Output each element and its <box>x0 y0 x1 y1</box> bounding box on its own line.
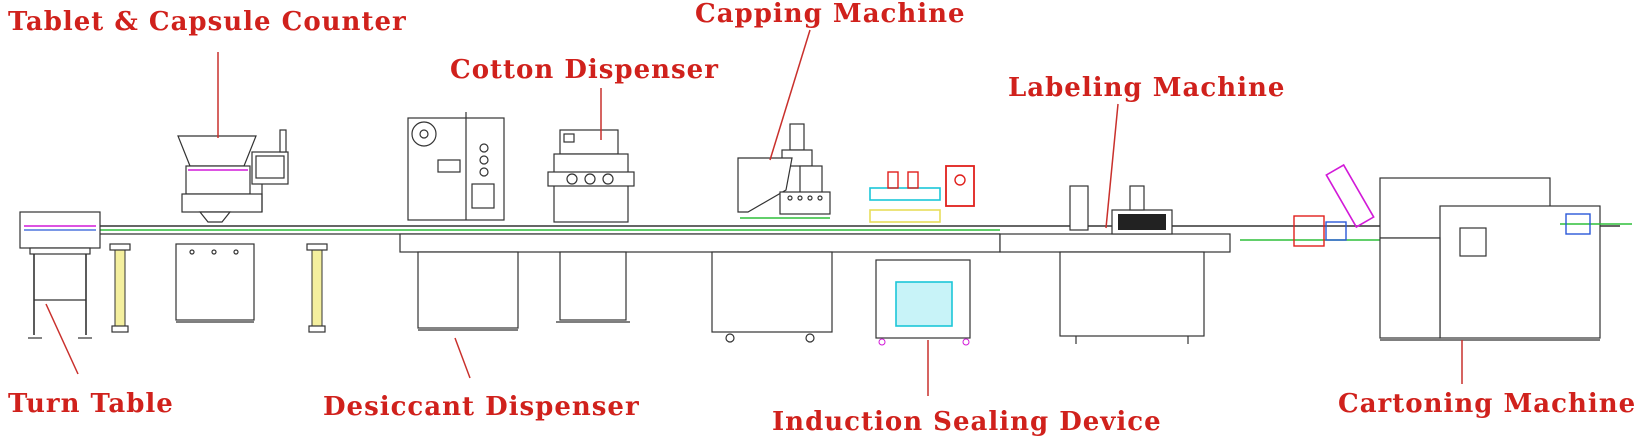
tablet-counter-machine <box>175 129 289 323</box>
label-tablet-counter: Tablet & Capsule Counter <box>8 7 407 37</box>
label-cartoning-machine: Cartoning Machine <box>1338 389 1636 419</box>
turn-table-machine <box>19 211 101 339</box>
conveyor-support-legs <box>109 243 328 333</box>
labeling-machine <box>1059 185 1205 344</box>
label-turn-table: Turn Table <box>8 389 174 419</box>
desiccant-dispenser-machine <box>407 112 519 331</box>
label-desiccant-dispenser: Desiccant Dispenser <box>323 392 640 422</box>
label-cotton-dispenser: Cotton Dispenser <box>450 55 719 85</box>
leader-lines <box>45 29 1463 396</box>
capping-machine <box>711 123 833 343</box>
label-induction-sealing: Induction Sealing Device <box>772 407 1162 437</box>
main-conveyor <box>20 225 1620 253</box>
label-labeling-machine: Labeling Machine <box>1008 73 1285 103</box>
cotton-dispenser-machine <box>547 129 635 323</box>
label-capping-machine: Capping Machine <box>695 0 966 29</box>
cartoning-machine <box>1240 163 1632 341</box>
induction-sealing-machine <box>869 165 975 346</box>
